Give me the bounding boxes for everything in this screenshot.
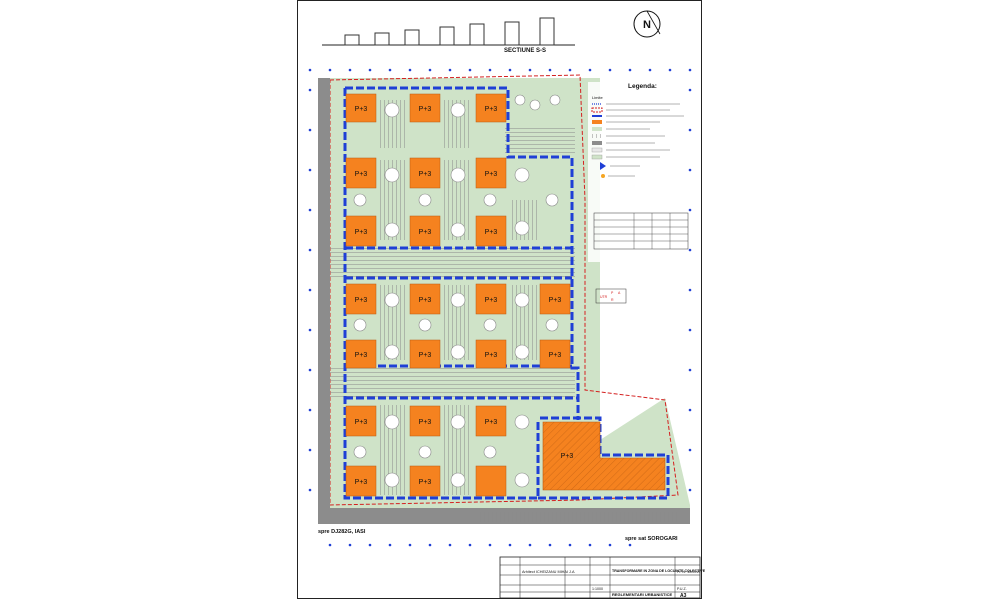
plot-label: P+3 <box>355 171 368 178</box>
designer-name: Arhitect ICHEIZANU MIHAI J.A <box>522 570 575 574</box>
plot-label: P+3 <box>419 297 432 304</box>
plot-label: P+3 <box>419 419 432 426</box>
plot-label: P+3 <box>549 352 562 359</box>
legend-code: P <box>611 291 614 295</box>
project-id: Pr. nr. 42/2019 <box>677 570 700 574</box>
plot-label: P+3 <box>419 171 432 178</box>
plot-label: P+3 <box>355 106 368 113</box>
plot-label: P+3 <box>419 479 432 486</box>
scale-value: 1:1000 <box>592 587 603 591</box>
plot-label: P+3 <box>549 297 562 304</box>
plot-label: P+3 <box>355 479 368 486</box>
plot-label: P+3 <box>485 106 498 113</box>
sheet-number: A3 <box>680 593 687 599</box>
legend-code: R <box>611 298 614 302</box>
title-block: Arhitect ICHEIZANU MIHAI J.A TRANSFORMAR… <box>499 556 706 599</box>
legend-title: Legenda: <box>628 83 657 90</box>
legend-code: UTR <box>600 295 608 299</box>
legend-code: A <box>618 291 621 295</box>
plot-label: P+3 <box>419 229 432 236</box>
plot-label: P+3 <box>485 171 498 178</box>
plot-label: P+3 <box>485 229 498 236</box>
road-label-right: spre sat SOROGARI <box>625 536 678 542</box>
plot-label: P+3 <box>485 419 498 426</box>
plot-label: P+3 <box>355 229 368 236</box>
section-title: SECTIUNE S-S <box>504 48 546 54</box>
roads <box>318 78 690 524</box>
section-drawing: SECTIUNE S-S <box>322 17 575 54</box>
plot-label: P+3 <box>419 106 432 113</box>
trees <box>353 94 561 488</box>
puz-limit <box>329 74 679 506</box>
legend: Legenda: Limite UTR P <box>588 82 689 304</box>
plot-label: P+3 <box>355 297 368 304</box>
boundary-dots <box>308 68 692 547</box>
plot-label: P+3 <box>355 352 368 359</box>
project-title: TRANSFORMARE IN ZONA DE LOCUINTE COLECTI… <box>612 569 706 573</box>
building-blocks <box>345 93 571 497</box>
north-icon: N <box>643 19 651 31</box>
plot-label: P+3 <box>485 352 498 359</box>
plot-labels: P+3 P+3 P+3 P+3 P+3 P+3 P+3 P+3 P+3 P+3 … <box>355 106 574 486</box>
sheet-name: REGLEMENTARI URBANISTICE <box>612 592 672 597</box>
plot-label: P+3 <box>561 453 574 460</box>
plot-label: P+3 <box>419 352 432 359</box>
north-arrow: N <box>633 10 661 38</box>
road-label-left: spre DJ282G, IASI <box>318 529 366 535</box>
legend-subtitle: Limite <box>592 95 603 100</box>
plot-label: P+3 <box>355 419 368 426</box>
phase-value: P.U.Z. <box>677 587 687 591</box>
blue-boundaries <box>343 86 670 500</box>
plot-label: P+3 <box>485 297 498 304</box>
